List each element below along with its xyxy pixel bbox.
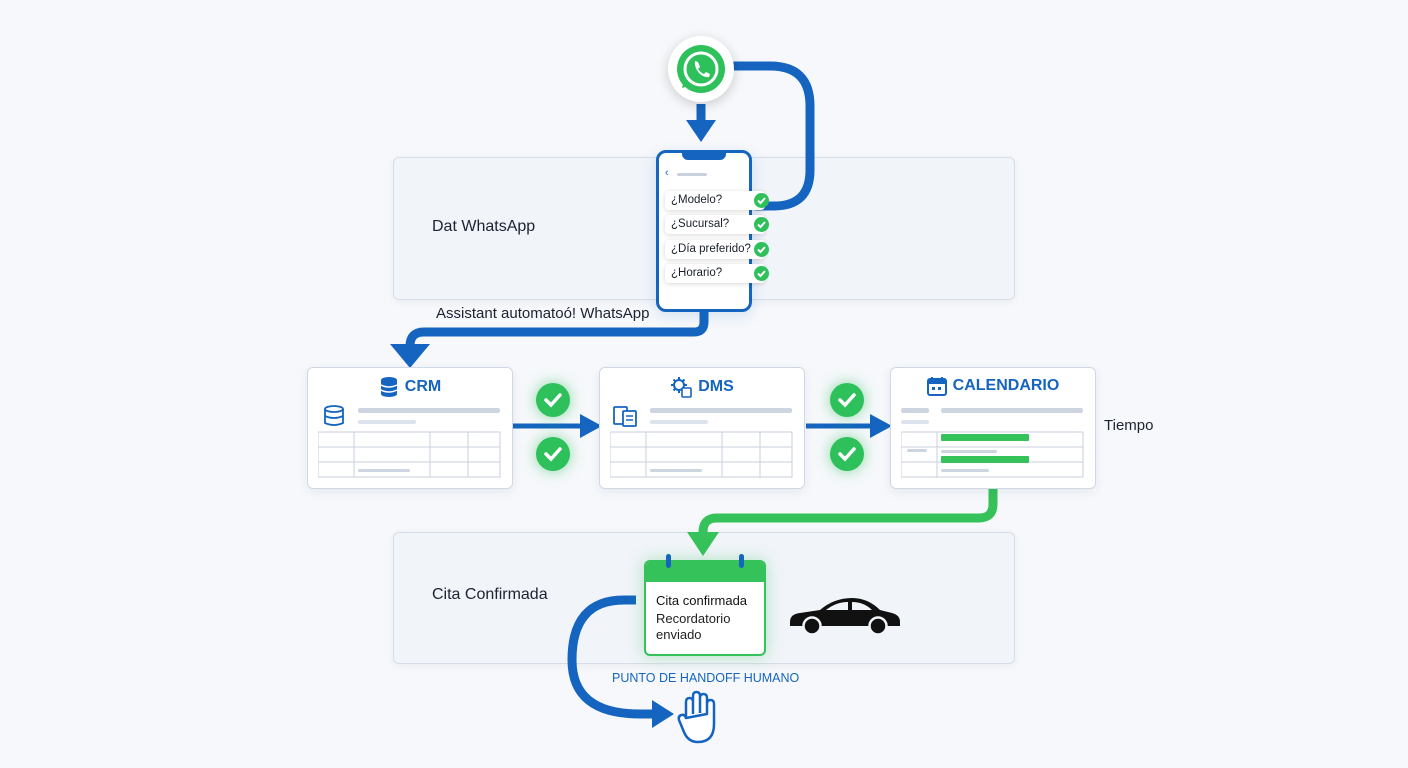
band-title-whatsapp: Dat WhatsApp bbox=[432, 218, 536, 235]
whatsapp-logo-icon bbox=[668, 36, 734, 102]
system-title-crm: CRM bbox=[308, 376, 512, 398]
hand-icon bbox=[677, 690, 716, 744]
calendar-icon bbox=[646, 562, 764, 582]
arrowhead-to-cita bbox=[687, 532, 719, 556]
chat-phone: ‹ ¿Modelo? ¿Sucursal? ¿Día preferido? ¿H… bbox=[656, 150, 769, 312]
time-label: Tiempo bbox=[1104, 417, 1154, 434]
system-title-calendario: CALENDARIO bbox=[891, 376, 1095, 396]
system-title-text: DMS bbox=[698, 378, 734, 395]
connector-phone-to-crm bbox=[405, 306, 709, 350]
chat-question-sucursal: ¿Sucursal? bbox=[665, 215, 769, 234]
back-chevron-icon[interactable]: ‹ bbox=[665, 167, 669, 179]
system-title-text: CRM bbox=[404, 378, 442, 395]
chat-question-text: ¿Horario? bbox=[671, 267, 723, 279]
reminder-text: Recordatorio enviado bbox=[656, 611, 731, 642]
system-card-calendario: CALENDARIO bbox=[890, 367, 1096, 489]
phone-notch bbox=[682, 152, 726, 160]
connector-handoff-loop bbox=[567, 595, 656, 719]
arrowhead-to-phone bbox=[686, 120, 716, 142]
system-title-dms: DMS bbox=[600, 376, 804, 398]
check-icon bbox=[830, 437, 864, 471]
chat-question-dia: ¿Día preferido? bbox=[665, 240, 769, 259]
check-icon bbox=[830, 383, 864, 417]
calendar-icon bbox=[926, 377, 947, 396]
connector-whatsapp-loop bbox=[729, 61, 815, 211]
check-icon bbox=[754, 242, 769, 257]
dms-table bbox=[610, 408, 793, 478]
arrowhead-to-calendario bbox=[870, 414, 892, 438]
handoff-label: PUNTO DE HANDOFF HUMANO bbox=[612, 671, 800, 685]
check-icon bbox=[754, 193, 769, 208]
database-icon bbox=[380, 377, 398, 397]
database-icon bbox=[324, 405, 344, 426]
system-title-text: CALENDARIO bbox=[952, 377, 1060, 394]
chat-header-bar bbox=[677, 173, 707, 176]
chat-question-text: ¿Sucursal? bbox=[671, 218, 730, 230]
arrowhead-to-crm bbox=[390, 344, 430, 368]
check-icon bbox=[754, 217, 769, 232]
check-icon bbox=[536, 437, 570, 471]
confirmation-calendar: Cita confirmada Recordatorio enviado bbox=[644, 554, 766, 656]
chat-question-text: ¿Modelo? bbox=[671, 194, 723, 206]
chat-question-horario: ¿Horario? bbox=[665, 264, 769, 283]
calendar-table bbox=[901, 408, 1084, 478]
arrowhead-to-dms bbox=[580, 414, 602, 438]
crm-table bbox=[318, 408, 501, 478]
connector-calendario-to-cita bbox=[698, 488, 998, 538]
system-card-crm: CRM bbox=[307, 367, 513, 489]
gear-document-icon bbox=[671, 377, 693, 398]
confirmation-text: Cita confirmada bbox=[656, 593, 748, 608]
check-icon bbox=[754, 266, 769, 281]
documents-icon bbox=[613, 406, 637, 427]
calendar-ring bbox=[739, 554, 744, 568]
system-card-dms: DMS bbox=[599, 367, 805, 489]
calendar-ring bbox=[666, 554, 671, 568]
check-icon bbox=[536, 383, 570, 417]
band-title-cita: Cita Confirmada bbox=[432, 586, 548, 603]
chat-question-text: ¿Día preferido? bbox=[671, 243, 751, 255]
chat-question-modelo: ¿Modelo? bbox=[665, 191, 769, 210]
arrowhead-to-hand bbox=[652, 700, 674, 728]
assistant-label: Assistant automatoó! WhatsApp bbox=[436, 305, 650, 322]
car-icon bbox=[790, 598, 900, 636]
